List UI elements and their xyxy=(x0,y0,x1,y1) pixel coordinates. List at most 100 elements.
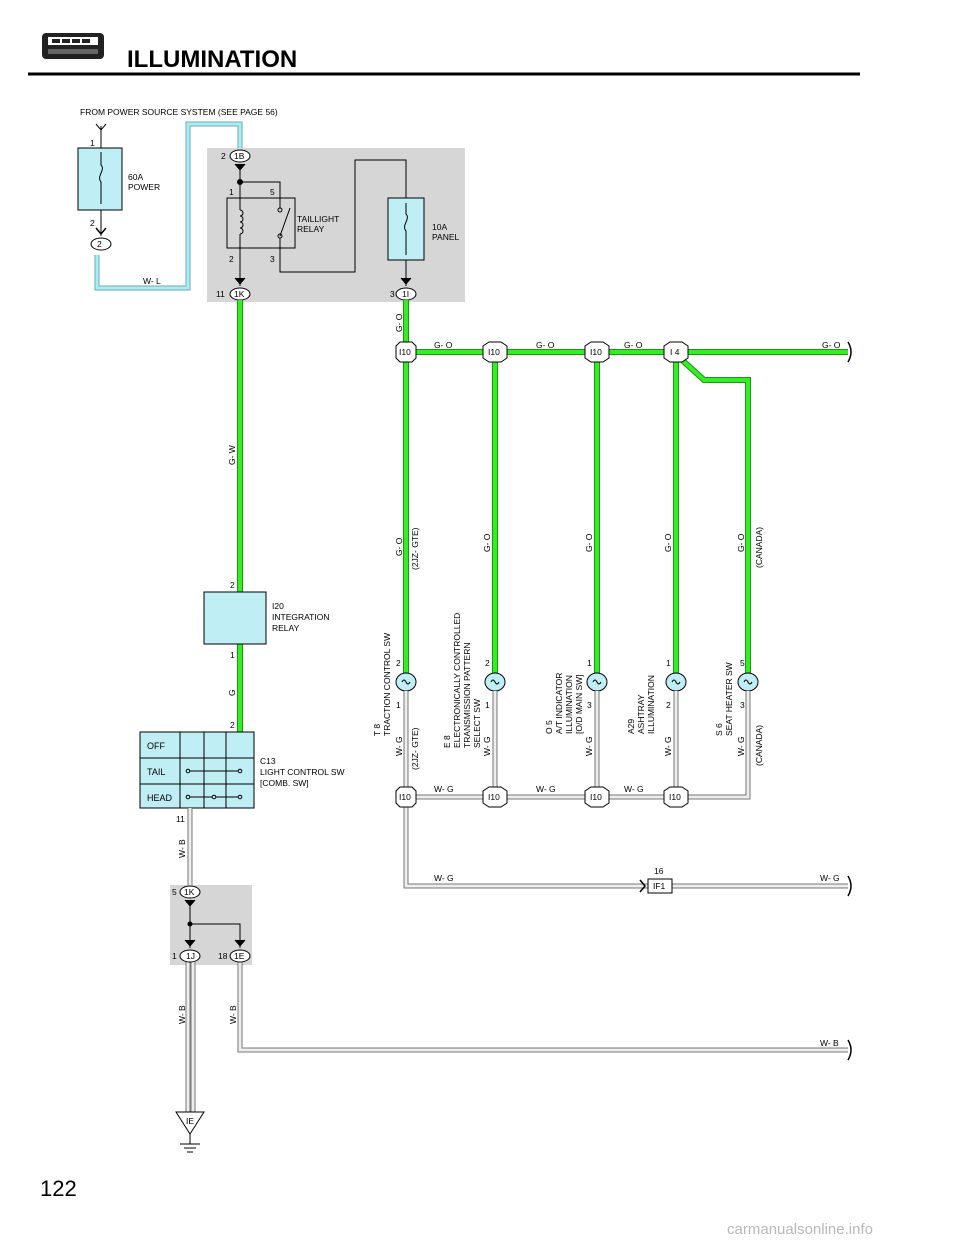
svg-text:I10: I10 xyxy=(590,792,602,802)
connector-if1-label: IF1 xyxy=(653,881,666,891)
switch-pin-top: 2 xyxy=(230,720,235,730)
wire-label-wg-h3: W- G xyxy=(624,784,644,794)
connector-i10-bottom-1: I10 xyxy=(395,786,417,808)
e8-line-2: TRANSMISSION PATTERN xyxy=(462,643,472,748)
svg-text:I10: I10 xyxy=(399,347,411,357)
o5-pin-top: 1 xyxy=(587,658,592,668)
light-control-switch xyxy=(139,731,255,809)
connector-i10-bottom-4: I10 xyxy=(663,786,689,808)
wire-label-go-s6: G- O xyxy=(736,533,746,552)
wire-label-g: G xyxy=(227,689,237,696)
wire-wb xyxy=(185,808,848,1112)
wire-label-wb-3: W- B xyxy=(228,1005,238,1024)
taillight-relay-line1: TAILLIGHT xyxy=(297,214,339,224)
integration-relay-pin-top: 2 xyxy=(230,580,235,590)
svg-text:I 4: I 4 xyxy=(670,347,680,357)
c1k-pin: 11 xyxy=(216,289,225,299)
switch-row-head: HEAD xyxy=(147,793,173,803)
taillight-relay-pin-2: 2 xyxy=(229,254,234,264)
ground-icon xyxy=(180,1134,200,1153)
t8-note-top: (2JZ- GTE) xyxy=(410,527,420,570)
integration-relay-pin-bottom: 1 xyxy=(230,650,235,660)
svg-text:I10: I10 xyxy=(399,792,411,802)
wire-label-go-5: G- O xyxy=(822,340,841,350)
connector-1i-label: 1I xyxy=(402,289,409,299)
wire-label-wg-a29: W- G xyxy=(663,736,673,756)
wire-label-wg-t8: W- G xyxy=(394,736,404,756)
bulb-icon xyxy=(484,672,506,692)
wire-wl xyxy=(94,121,243,291)
s6-pin-bottom: 3 xyxy=(740,700,745,710)
fuse-symbol-icon xyxy=(99,152,103,204)
svg-text:I10: I10 xyxy=(669,792,681,802)
power-fuse-connector xyxy=(90,237,112,251)
connector-i10-top-2: I10 xyxy=(482,341,508,363)
source-note: FROM POWER SOURCE SYSTEM (SEE PAGE 56) xyxy=(80,107,278,117)
c1j-pin: 1 xyxy=(172,951,177,961)
ground-point xyxy=(175,1111,205,1135)
e8-line-1: ELECTRONICALLY CONTROLLED xyxy=(452,613,462,748)
connector-1k-lower-label: 1K xyxy=(184,887,195,897)
connector-arrow-icon xyxy=(184,939,196,947)
bulb-icon xyxy=(395,672,417,692)
wire-label-go-a29: G- O xyxy=(663,533,673,552)
o5-line-2: ILLUMINATION xyxy=(564,675,574,734)
switch-name-line2: [COMB. SW] xyxy=(260,778,309,788)
switch-code: C13 xyxy=(260,756,276,766)
s6-note-top: (CANADA) xyxy=(754,527,764,568)
power-fuse-pin-bottom: 2 xyxy=(90,218,95,228)
switch-pin-bottom: 11 xyxy=(176,814,185,824)
connector-i10-top-3: I10 xyxy=(584,341,610,363)
wire-label-wg-h5: W- G xyxy=(820,873,840,883)
wire-label-wg-o5: W- G xyxy=(584,736,594,756)
wire-label-wg-h2: W- G xyxy=(536,784,556,794)
switch-name-line1: LIGHT CONTROL SW xyxy=(260,767,345,777)
a29-line-1: ASHTRAY xyxy=(636,694,646,734)
a29-pin-top: 1 xyxy=(666,658,671,668)
switch-row-tail: TAIL xyxy=(147,767,165,777)
wire-label-go-1: G- O xyxy=(394,313,404,332)
svg-text:I10: I10 xyxy=(590,347,602,357)
connector-1b xyxy=(229,149,251,163)
power-fuse-pin-top: 1 xyxy=(90,138,95,148)
page-title: ILLUMINATION xyxy=(127,46,297,73)
connector-arrow-icon xyxy=(234,939,246,947)
connector-arrow-icon xyxy=(400,277,412,285)
connector-i4-top: I 4 xyxy=(663,341,689,363)
a29-code: A29 xyxy=(626,719,636,734)
o5-code: O 5 xyxy=(544,720,554,734)
wire-go xyxy=(403,300,848,674)
wire-label-go-t8: G- O xyxy=(394,537,404,556)
wire-label-wg-h4: W- G xyxy=(434,873,454,883)
wire-label-wb-4: W- B xyxy=(820,1038,839,1048)
connector-1j xyxy=(179,949,201,963)
connector-arrow-icon xyxy=(639,879,646,893)
panel-fuse-name: PANEL xyxy=(432,232,460,242)
wire-label-go-3: G- O xyxy=(536,340,555,350)
e8-code: E 8 xyxy=(442,735,452,748)
o5-pin-bottom: 3 xyxy=(587,700,592,710)
wire-wg xyxy=(403,691,848,889)
c1i-pin: 3 xyxy=(390,289,395,299)
integration-relay-line1: INTEGRATION xyxy=(272,612,329,622)
wire-label-wl: W- L xyxy=(143,276,161,286)
switch-row-off: OFF xyxy=(147,741,165,751)
wire-label-wb-1: W- B xyxy=(177,839,187,858)
connector-1k-label: 1K xyxy=(234,289,245,299)
svg-text:I10: I10 xyxy=(488,347,500,357)
integration-relay-box xyxy=(203,591,267,645)
s6-code: S 6 xyxy=(714,723,724,736)
s6-name: SEAT HEATER SW xyxy=(724,662,734,736)
wire-label-wg-e8: W- G xyxy=(482,736,492,756)
wire-label-go-4: G- O xyxy=(624,340,643,350)
power-fuse-amp: 60A xyxy=(128,172,143,182)
t8-note-bottom: (2JZ- GTE) xyxy=(410,727,420,770)
o5-line-3: [O/D MAIN SW] xyxy=(574,675,584,735)
connector-arrow-icon xyxy=(95,227,107,236)
wire-label-go-2: G- O xyxy=(434,340,453,350)
integration-relay-line2: RELAY xyxy=(272,623,300,633)
wire-label-wg-s6: W- G xyxy=(736,736,746,756)
connector-1e-label: 1E xyxy=(234,951,245,961)
bulb-icon xyxy=(665,672,687,692)
connector-1e xyxy=(229,949,251,963)
